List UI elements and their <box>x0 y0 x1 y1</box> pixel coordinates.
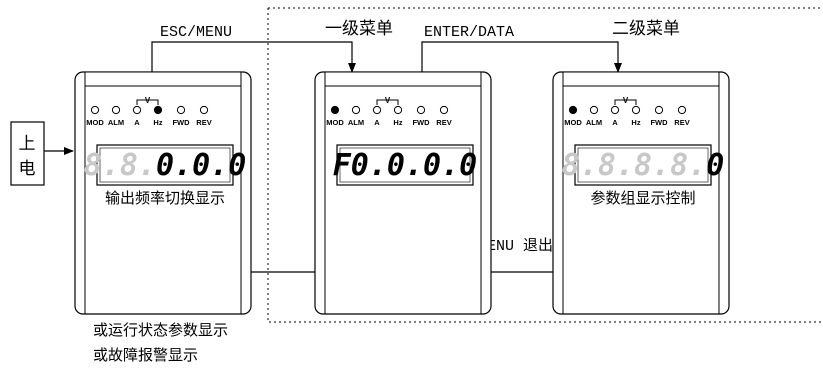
panel-top-bezel <box>84 71 242 87</box>
led-hz-icon <box>153 105 163 115</box>
readout-dim-digits: 8.8.8.8. <box>562 148 707 183</box>
v-bracket <box>376 99 399 105</box>
led-label-a: A <box>612 118 618 127</box>
display-inner-frame <box>99 147 231 183</box>
led-label-fwd: FWD <box>650 118 668 127</box>
keypad-panel-1: V MOD ALM A Hz FWD REV 8.8.0.0.0 输出频率切换显示 <box>74 71 252 315</box>
menu-level1-label: 一级菜单 <box>325 19 393 39</box>
led-label-rev: REV <box>436 118 451 127</box>
led-a-icon <box>132 105 142 115</box>
led-alm-icon <box>351 105 361 115</box>
led-mod-icon <box>330 105 340 115</box>
arrow-esc-menu-to-level1 <box>151 41 356 73</box>
led-label-alm: ALM <box>348 118 364 127</box>
led-label-hz: Hz <box>393 118 402 127</box>
display-window <box>574 144 712 186</box>
v-bracket-label: V <box>145 96 151 105</box>
led-label-rev: REV <box>674 118 689 127</box>
keypad-panel-3: V MOD ALM A Hz FWD REV 8.8.8.8.0 参数组显示控制 <box>552 71 730 315</box>
panel-caption: 输出频率切换显示 <box>105 189 225 207</box>
readout-dim-digits: 8.8. <box>84 148 156 183</box>
led-alm-icon <box>589 105 599 115</box>
arrow-enter-data-to-level2 <box>421 41 622 73</box>
display-inner-frame <box>577 147 709 183</box>
v-bracket <box>136 99 159 105</box>
led-rev-icon <box>439 105 449 115</box>
keypad-panel-2: V MOD ALM A Hz FWD REV F0.0.0.0 <box>314 71 492 315</box>
led-label-a: A <box>134 118 140 127</box>
panel-caption: 参数组显示控制 <box>590 189 695 207</box>
led-label-mod: MOD <box>326 118 344 127</box>
led-rev-icon <box>199 105 209 115</box>
panel-top-bezel <box>562 71 720 87</box>
led-label-hz: Hz <box>153 118 162 127</box>
led-label-a: A <box>374 118 380 127</box>
readout-lit-digits: F0.0.0.0 <box>333 148 478 183</box>
display-window <box>96 144 234 186</box>
panel-body <box>314 71 492 315</box>
enter-data-label: ENTER/DATA <box>424 24 514 41</box>
led-hz-icon <box>631 105 641 115</box>
led-label-alm: ALM <box>586 118 602 127</box>
seven-segment-readout: F0.0.0.0 <box>333 148 478 183</box>
led-mod-icon <box>90 105 100 115</box>
power-on-label-1: 上 <box>19 134 36 154</box>
led-fwd-icon <box>654 105 664 115</box>
led-label-mod: MOD <box>564 118 582 127</box>
led-label-hz: Hz <box>631 118 640 127</box>
standby-line-3: 或故障报警显示 <box>93 346 198 364</box>
led-label-mod: MOD <box>86 118 104 127</box>
readout-lit-digits: 0 <box>706 148 724 183</box>
display-inner-frame <box>339 147 471 183</box>
led-label-fwd: FWD <box>412 118 430 127</box>
seven-segment-readout: 8.8.0.0.0 <box>84 148 247 183</box>
power-on-label-2: 电 <box>19 159 36 179</box>
led-mod-icon <box>568 105 578 115</box>
led-a-icon <box>372 105 382 115</box>
led-label-fwd: FWD <box>172 118 190 127</box>
led-fwd-icon <box>416 105 426 115</box>
menu-level2-label: 二级菜单 <box>612 19 680 39</box>
led-alm-icon <box>111 105 121 115</box>
v-bracket-label: V <box>623 96 629 105</box>
esc-menu-top-label: ESC/MENU <box>160 24 232 41</box>
panel-top-bezel <box>324 71 482 87</box>
led-label-alm: ALM <box>108 118 124 127</box>
v-bracket-label: V <box>385 96 391 105</box>
led-fwd-icon <box>176 105 186 115</box>
seven-segment-readout: 8.8.8.8.0 <box>562 148 725 183</box>
v-bracket <box>614 99 637 105</box>
led-a-icon <box>610 105 620 115</box>
led-rev-icon <box>677 105 687 115</box>
standby-line-2: 或运行状态参数显示 <box>93 321 228 339</box>
display-window <box>336 144 474 186</box>
led-hz-icon <box>393 105 403 115</box>
led-label-rev: REV <box>196 118 211 127</box>
power-on-box <box>10 121 45 186</box>
readout-lit-digits: 0.0.0 <box>156 148 246 183</box>
